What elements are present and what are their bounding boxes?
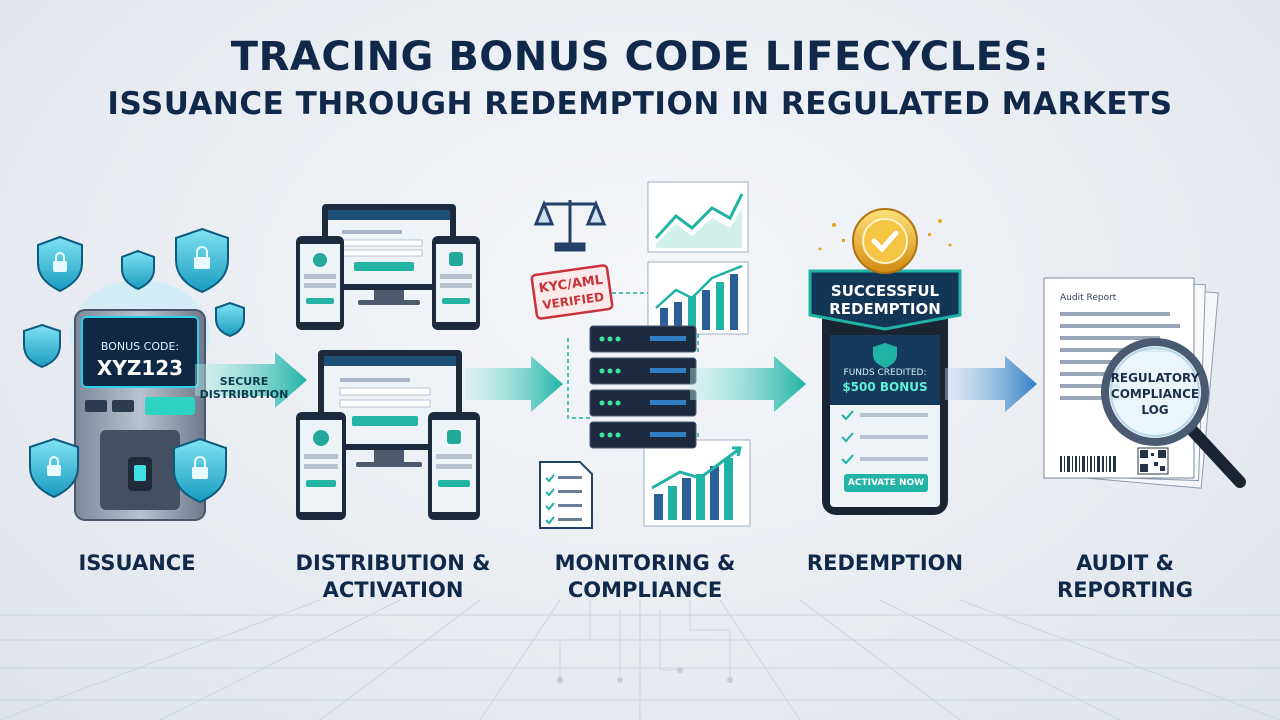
flow-arrow-4 [945,356,1037,412]
funds-label: FUNDS CREDITED: [844,368,927,378]
step-4-line-1: REDEMPTION [806,551,964,575]
distribution-stage [296,204,480,520]
step-2-line-1: DISTRIBUTION & [295,551,491,575]
arrow-label-secure: SECURE [219,375,269,388]
flow-arrow-3 [690,356,806,412]
shield-lock-icon [29,437,79,499]
title-line-2: ISSUANCE THROUGH REDEMPTION IN REGULATED… [107,86,1173,122]
flow-arrow-2 [465,356,563,412]
audit-stage: Audit Report REGULATORY COMPLIANCE LOG [1043,277,1246,489]
step-label-monitoring: MONITORING & COMPLIANCE [535,550,755,604]
shield-icon [121,249,155,291]
shield-lock-icon [175,227,229,294]
magnifier-icon: REGULATORY COMPLIANCE LOG [1101,338,1246,488]
phone-right [432,236,480,330]
funds-value: $500 BONUS [842,380,927,394]
checklist-icon [539,461,593,529]
shield-icon [215,301,245,338]
lock-slot-icon [134,465,146,481]
activate-now-button[interactable]: ACTIVATE NOW [844,474,928,492]
kyc-aml-stamp: KYC/AML VERIFIED [530,264,614,320]
phone-left [296,236,344,330]
magnifier-line-3: LOG [1141,403,1168,417]
banner-line-1: SUCCESSFUL [831,282,940,300]
title-line-1: TRACING BONUS CODE LIFECYCLES: [230,34,1050,80]
checkmark-badge-icon [852,208,918,274]
flow-arrow-1 [195,352,307,408]
growth-chart-card [643,439,751,527]
step-2-line-2: ACTIVATION [322,578,464,602]
step-label-audit: AUDIT & REPORTING [1025,550,1225,604]
shield-icon [23,323,61,369]
server-stack [589,325,697,449]
step-5-line-2: REPORTING [1057,578,1193,602]
bonus-code-value: XYZ123 [97,356,183,380]
magnifier-line-1: REGULATORY [1111,371,1200,385]
shield-lock-icon [173,437,227,504]
activate-now-label: ACTIVATE NOW [847,478,925,488]
line-chart-card [647,181,749,253]
phone-right [428,412,480,520]
shield-check-icon [873,343,897,368]
arrow-label-distribution: DISTRIBUTION [199,388,289,401]
banner-line-2: REDEMPTION [829,300,941,318]
monitoring-stage: KYC/AML VERIFIED [530,181,751,529]
desktop-monitor [322,204,456,305]
shield-lock-icon [37,235,83,293]
step-label-issuance: ISSUANCE [37,550,237,577]
desktop-monitor [318,350,462,467]
step-label-redemption: REDEMPTION [785,550,985,577]
phone-left [296,412,346,520]
bonus-code-label: BONUS CODE: [101,340,179,353]
audit-report-title: Audit Report [1060,293,1117,303]
scale-icon [533,199,607,252]
step-3-line-2: COMPLIANCE [567,578,723,602]
magnifier-line-2: COMPLIANCE [1111,387,1199,401]
redemption-stage: FUNDS CREDITED: $500 BONUS SUCCESSFUL RE… [808,208,962,515]
step-3-line-1: MONITORING & [554,551,736,575]
step-1-line-1: ISSUANCE [78,551,196,575]
barcode-icon [1060,456,1116,472]
step-label-distribution: DISTRIBUTION & ACTIVATION [283,550,503,604]
issuance-stage: BONUS CODE: XYZ123 [23,227,245,521]
qr-code-icon [1137,447,1169,475]
step-5-line-1: AUDIT & [1076,551,1174,575]
bar-line-chart-card [647,261,749,335]
success-banner [808,269,962,331]
